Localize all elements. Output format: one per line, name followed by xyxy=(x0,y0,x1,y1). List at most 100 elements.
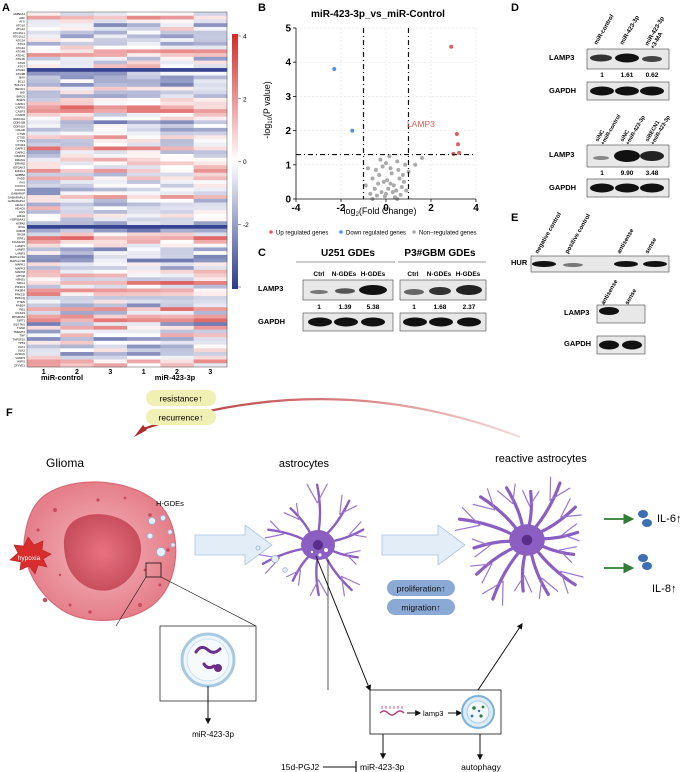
heatmap-cell xyxy=(193,277,228,282)
exosome-cargo-protein-icon xyxy=(214,664,222,672)
heatmap-cell xyxy=(160,109,194,114)
heatmap-cell xyxy=(193,292,228,297)
heatmap-cell xyxy=(93,127,128,132)
heatmap-cell xyxy=(127,363,161,368)
heatmap-cell xyxy=(160,355,194,360)
heatmap-gene-label: BCL2L1 xyxy=(15,83,26,87)
heatmap-gene-label: TMEM74 xyxy=(13,330,25,334)
heatmap-cell xyxy=(93,273,128,278)
volcano-point-non xyxy=(363,183,368,188)
astrocyte-branch xyxy=(521,489,531,507)
heatmap-cell xyxy=(160,344,194,349)
heatmap-gene-label: GABARAPL2 xyxy=(8,199,26,203)
heatmap-cell xyxy=(193,243,228,248)
heatmap-cell xyxy=(160,262,194,267)
heatmap-cell xyxy=(160,161,194,166)
heatmap-cell xyxy=(127,90,161,95)
heatmap-cell xyxy=(127,266,161,271)
blot-d-top-val-2: 1.61 xyxy=(621,72,634,79)
heatmap-gene-label: HSPA5 xyxy=(16,221,26,225)
heatmap-cell xyxy=(160,352,194,357)
heatmap-cell xyxy=(60,127,94,132)
heatmap-cell xyxy=(193,90,228,95)
heatmap-cell xyxy=(93,94,128,99)
heatmap-cell xyxy=(160,172,194,177)
heatmap-cell xyxy=(193,325,228,330)
heatmap-cell xyxy=(60,243,94,248)
heatmap-cell xyxy=(127,269,161,274)
heatmap-gene-label: ATG xyxy=(19,20,25,24)
heatmap-cell xyxy=(193,183,228,188)
heatmap-cell xyxy=(27,359,61,364)
heatmap-cell xyxy=(60,236,94,241)
heatmap-cell xyxy=(27,340,61,345)
volcano-point-non xyxy=(373,167,378,172)
heatmap-gene-label: ERBB2 xyxy=(16,173,26,177)
heatmap-cell xyxy=(27,225,61,230)
heatmap-gene-label: GABARAPL1 xyxy=(8,195,26,199)
blot-e-lane-3: antisense xyxy=(617,227,636,255)
heatmap-scale-ticks: 420-2 xyxy=(238,34,249,288)
blot-c-left-title: U251 GDEs xyxy=(321,248,375,259)
heatmap-cell xyxy=(93,183,128,188)
heatmap-cell xyxy=(60,314,94,319)
heatmap-cell xyxy=(127,127,161,132)
panel-label-d: D xyxy=(511,2,519,14)
heatmap-cell xyxy=(127,112,161,117)
blot-d-bottom-val-1: 1 xyxy=(600,170,604,177)
heatmap-cell xyxy=(60,124,94,129)
astrocyte-branch xyxy=(461,507,481,526)
astrocyte-branch xyxy=(561,534,580,542)
autophagosome-icon xyxy=(461,695,495,729)
volcano-point-non xyxy=(384,161,388,166)
heatmap-cell xyxy=(160,120,194,125)
heatmap-cell xyxy=(27,41,61,46)
volcano-point-non xyxy=(402,179,406,184)
volcano-point-non xyxy=(385,178,390,183)
heatmap-cell xyxy=(160,198,194,203)
proliferation-label: proliferation↑ xyxy=(397,584,446,594)
heatmap-gene-label: CTSS xyxy=(17,139,25,143)
legend-non-marker xyxy=(412,230,416,234)
vesicle-icon xyxy=(324,548,328,552)
zoom-line-left xyxy=(115,576,147,627)
heatmap-cell xyxy=(60,206,94,211)
heatmap-cell xyxy=(193,139,228,144)
heatmap-gene-label: BID xyxy=(20,91,25,95)
heatmap-gene-label: LAMP3 xyxy=(16,251,26,255)
heatmap-cell xyxy=(160,236,194,241)
panel-label-c: C xyxy=(258,247,266,259)
heatmap-cell xyxy=(127,277,161,282)
heatmap-cell xyxy=(127,325,161,330)
heatmap-cell xyxy=(160,187,194,192)
heatmap-cell xyxy=(93,180,128,185)
heatmap-cell xyxy=(93,329,128,334)
heatmap-cell xyxy=(160,150,194,155)
heatmap-cell xyxy=(60,221,94,226)
heatmap-cell xyxy=(127,206,161,211)
volcano-x-tick: -2 xyxy=(337,203,346,214)
heatmap-cell xyxy=(27,266,61,271)
heatmap-cell xyxy=(60,105,94,110)
heatmap-cell xyxy=(160,284,194,289)
heatmap-cell xyxy=(193,120,228,125)
panel-e: E negative control positive control anti… xyxy=(511,212,670,355)
heatmap-gene-label: DAPK2 xyxy=(16,150,26,154)
astrocyte-process xyxy=(315,483,322,537)
heatmap-cell xyxy=(27,154,61,159)
glioma-dot xyxy=(36,528,40,532)
heatmap-gene-label: ULK2 xyxy=(18,348,26,352)
vesicle-icon xyxy=(271,555,279,563)
heatmap-cell xyxy=(27,45,61,50)
volcano-point-non xyxy=(406,169,411,174)
heatmap-cell xyxy=(60,49,94,54)
heatmap-cell xyxy=(60,41,94,46)
astrocyte-vesicles xyxy=(255,545,288,573)
recurrence-pill xyxy=(146,409,216,425)
heatmap-cell xyxy=(60,344,94,349)
heatmap-cell xyxy=(27,344,61,349)
heatmap-cell xyxy=(160,94,194,99)
heatmap-cell xyxy=(193,314,228,319)
reactive-astrocytes-label: reactive astrocytes xyxy=(495,453,587,465)
